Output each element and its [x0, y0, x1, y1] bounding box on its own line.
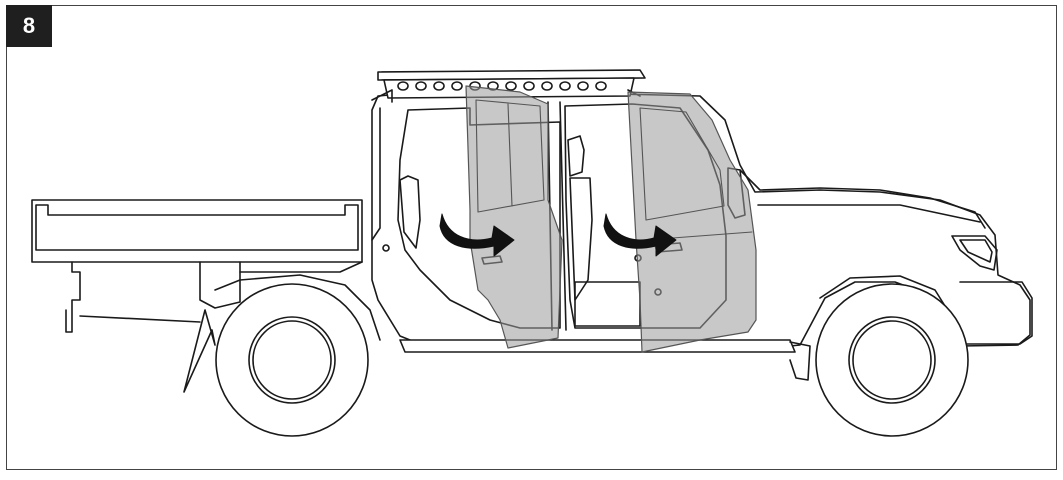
step-number-badge: 8: [6, 5, 52, 47]
rear-door-arrow-icon: [439, 213, 515, 257]
rear-wheel: [215, 283, 369, 437]
front-door-arrow-icon: [603, 213, 677, 257]
mud-flap: [183, 309, 216, 393]
front-door: [627, 91, 757, 353]
front-wheel: [815, 283, 969, 437]
roof-rack: [371, 69, 646, 103]
